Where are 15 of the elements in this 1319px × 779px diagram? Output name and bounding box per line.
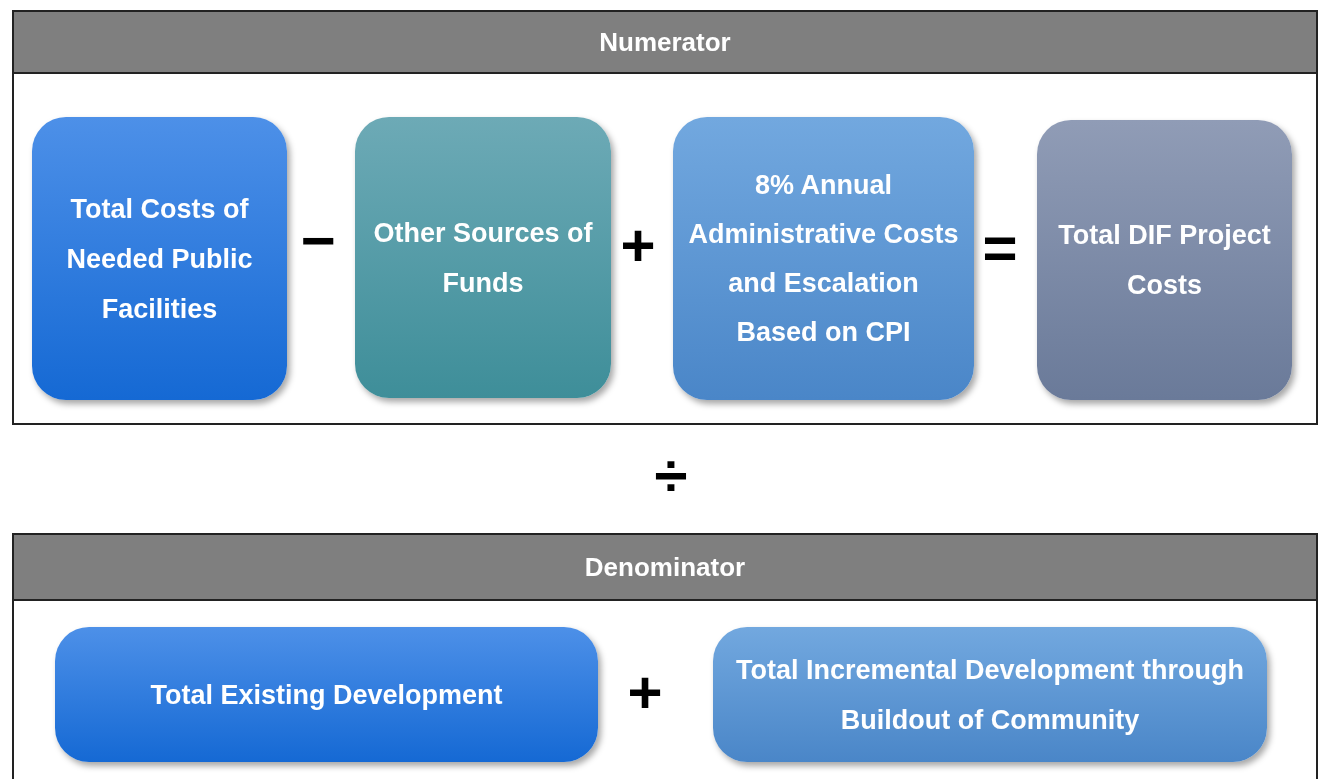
operator-sign: =: [982, 218, 1018, 278]
operator-sign: +: [627, 663, 663, 723]
formula-term-box: 8% Annual Administrative Costs and Escalation Based on CPI: [673, 117, 974, 400]
formula-term-box: Other Sources of Funds: [355, 117, 611, 398]
formula-term-box: Total Incremental Development through Buildout of Community: [713, 627, 1267, 762]
panel-heading: Numerator: [14, 12, 1316, 74]
panel: [12, 533, 1318, 779]
operator-sign: ÷: [654, 446, 688, 506]
formula-term-box: Total Existing Development: [55, 627, 598, 762]
panel: [12, 10, 1318, 425]
panel-heading: Denominator: [14, 535, 1316, 601]
operator-sign: −: [300, 211, 336, 271]
formula-term-box: Total DIF Project Costs: [1037, 120, 1292, 400]
formula-term-box: Total Costs of Needed Public Facilities: [32, 117, 287, 400]
operator-sign: +: [620, 216, 656, 276]
